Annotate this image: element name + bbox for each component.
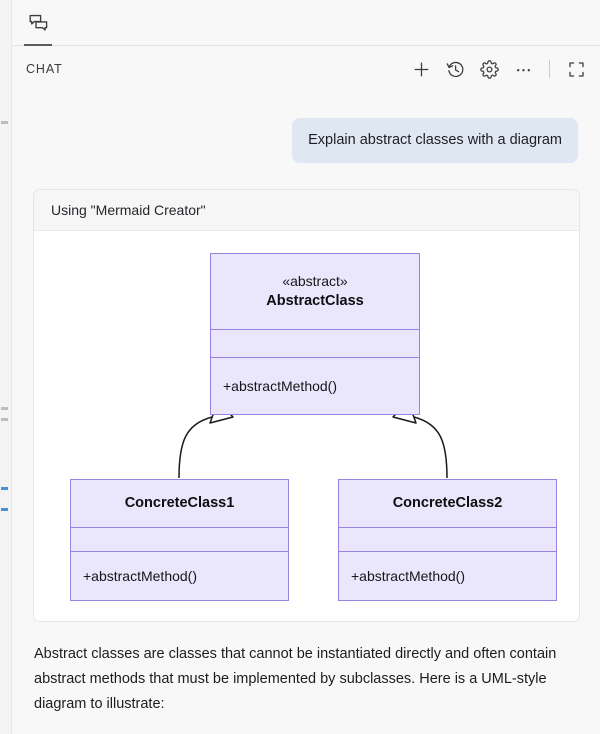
editor-gutter-strip (0, 0, 12, 734)
uml-class-concrete-class-2[interactable]: ConcreteClass2 +abstractMethod() (338, 478, 557, 601)
ellipsis-icon (514, 60, 533, 79)
uml-header-compartment: ConcreteClass2 (339, 480, 556, 528)
tab-strip (12, 0, 600, 46)
plus-icon (412, 60, 431, 79)
user-message-row: Explain abstract classes with a diagram (12, 92, 600, 163)
history-clock-icon (446, 60, 465, 79)
panel-header: CHAT (12, 46, 600, 92)
uml-header-compartment: «abstract» AbstractClass (211, 254, 419, 330)
edge-concrete1-to-abstract (178, 416, 213, 478)
uml-methods-compartment: +abstractMethod() (339, 552, 556, 600)
uml-method-label: +abstractMethod() (351, 567, 465, 584)
uml-class-diagram: «abstract» AbstractClass +abstractMethod… (34, 231, 579, 621)
expand-button[interactable] (566, 59, 586, 79)
tab-chat[interactable] (18, 0, 58, 46)
uml-method-label: +abstractMethod() (223, 377, 337, 394)
fullscreen-icon (567, 60, 586, 79)
uml-class-name: ConcreteClass2 (392, 494, 503, 511)
gutter-mark (1, 418, 8, 421)
uml-methods-compartment: +abstractMethod() (211, 358, 419, 414)
assistant-answer-text: Abstract classes are classes that cannot… (34, 645, 557, 712)
more-actions-button[interactable] (513, 59, 533, 79)
tool-invocation-card: Using "Mermaid Creator" (33, 188, 580, 622)
uml-class-name: AbstractClass (266, 292, 364, 309)
uml-class-abstract-class[interactable]: «abstract» AbstractClass +abstractMethod… (210, 252, 420, 415)
uml-attributes-compartment (211, 330, 419, 358)
diagram-container: «abstract» AbstractClass +abstractMethod… (34, 230, 579, 621)
chat-bubbles-icon (28, 13, 49, 34)
edge-concrete2-to-abstract (413, 416, 448, 478)
settings-button[interactable] (479, 59, 499, 79)
uml-method-label: +abstractMethod() (83, 567, 197, 584)
gutter-mark (1, 121, 8, 124)
gutter-mark (1, 407, 8, 410)
chat-message-list: Explain abstract classes with a diagram … (12, 92, 600, 734)
gutter-mark (1, 508, 8, 511)
new-chat-button[interactable] (411, 59, 431, 79)
tool-card-title: Using "Mermaid Creator" (34, 189, 579, 231)
gutter-mark (1, 487, 8, 490)
uml-class-name: ConcreteClass1 (124, 494, 235, 511)
user-message-bubble: Explain abstract classes with a diagram (292, 118, 578, 163)
history-button[interactable] (445, 59, 465, 79)
uml-class-concrete-class-1[interactable]: ConcreteClass1 +abstractMethod() (70, 478, 289, 601)
uml-stereotype: «abstract» (282, 272, 348, 289)
header-actions (411, 59, 586, 79)
uml-header-compartment: ConcreteClass1 (71, 480, 288, 528)
tab-active-indicator (24, 44, 52, 46)
gear-icon (479, 59, 499, 79)
uml-attributes-compartment (71, 528, 288, 552)
panel-title: CHAT (26, 62, 63, 76)
uml-methods-compartment: +abstractMethod() (71, 552, 288, 600)
uml-attributes-compartment (339, 528, 556, 552)
header-divider (549, 60, 550, 78)
